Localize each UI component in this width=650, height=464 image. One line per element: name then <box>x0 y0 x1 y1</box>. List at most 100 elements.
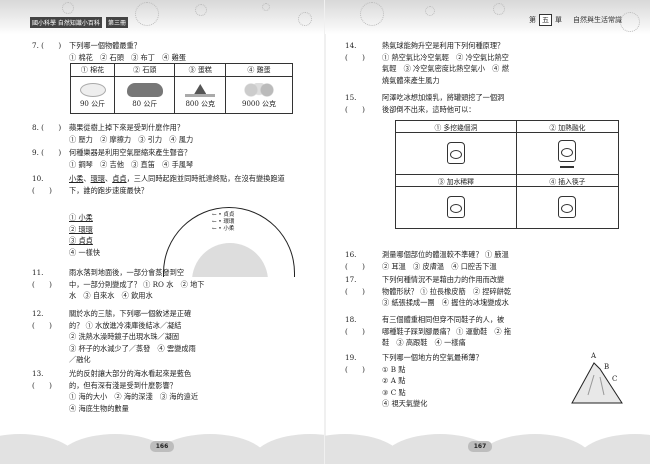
page-number: 167 <box>468 441 492 452</box>
firework-decoration <box>425 6 435 16</box>
table-header: ③ 加水稀釋 <box>395 174 517 187</box>
question-number: 13. ( ) <box>32 369 52 390</box>
firework-decoration <box>360 2 384 26</box>
question-13: 13. ( ) 光的反射讓大部分的海水看起來是藍色 的，但有深有淺是受到什麼影響… <box>32 368 297 414</box>
question-number: 14. ( ) <box>345 41 365 62</box>
mountain-diagram: A B C <box>570 352 625 405</box>
question-17: 17. ( ) 下列何種情況不是藉由力的作用而改變 物體形狀？ ① 拉長橡皮筋 … <box>345 274 625 309</box>
question-14: 14. ( ) 熱氣球能夠升空是利用下列何種原理？ ① 熱空氣比冷空氣輕 ② 冷… <box>345 40 625 86</box>
unit-header: 第 五 單 自然與生活常識 <box>529 14 622 26</box>
point-c-label: C <box>612 375 618 383</box>
table-header: ③ 蛋糕 <box>174 63 227 77</box>
flame-icon <box>560 164 575 168</box>
table-header: ① 棉花 <box>69 63 116 77</box>
stones-image <box>126 83 163 97</box>
can-with-water-pour-icon <box>446 195 465 218</box>
question-line: 雨水落到地面後，一部分會蒸發到空 <box>69 268 185 277</box>
table-cell <box>395 132 517 175</box>
question-number: 7. ( ) <box>32 41 62 50</box>
runner-label: ← • 貞貞 <box>212 212 235 218</box>
condensed-milk-can-icon <box>446 141 465 164</box>
question-line: 的？ ① 水放進冷凍庫後結冰／凝結 <box>69 320 182 330</box>
question-line: 有三個體重相同但穿不同鞋子的人，被 <box>382 315 505 324</box>
question-line: 水 ③ 自來水 ④ 飲用水 <box>69 291 153 300</box>
question-number: 15. ( ) <box>345 93 365 114</box>
question-text: 何種樂器是利用空氣壓縮來產生聲音？ <box>69 148 192 157</box>
page-gutter <box>324 0 326 464</box>
question-line: 光的反射讓大部分的海水看起來是藍色 <box>69 369 192 378</box>
option-1: ① 小柔 <box>69 213 93 222</box>
question-8: 8. ( ) 蘋果從樹上掉下來是受到什麼作用？ ① 壓力 ② 摩擦力 ③ 引力 … <box>32 122 312 145</box>
question-text: 蘋果從樹上掉下來是受到什麼作用？ <box>69 123 185 132</box>
firework-decoration <box>195 4 207 16</box>
firework-decoration <box>262 3 270 11</box>
question-text: 下列哪一個地方的空氣最稀薄？ <box>382 353 483 362</box>
question-line: 的，但有深有淺是受到什麼影響？ <box>69 380 177 390</box>
question-number: 8. ( ) <box>32 123 62 132</box>
q10-options: ① 小柔 ② 環環 ③ 貞貞 ④ 一樣快 <box>69 212 169 258</box>
question-line: 物體形狀？ ① 拉長橡皮筋 ② 捏碎餅乾 <box>382 286 512 296</box>
question-line: 測量哪個部位的體溫較不準確？ ① 腋溫 <box>382 250 509 259</box>
question-number: 16. ( ) <box>345 250 365 271</box>
cloud-decoration <box>250 434 325 464</box>
question-options: ① 鋼琴 ② 吉他 ③ 直笛 ④ 手風琴 <box>69 159 194 169</box>
option-4: ④ 一樣快 <box>69 247 101 257</box>
option-1: ① B 點 <box>382 364 406 374</box>
question-number: 11. ( ) <box>32 268 52 289</box>
question-line: ② 洗熱水澡時鏡子出現水珠／凝固 <box>69 332 180 341</box>
book-title: 國小科學 自然知識小百科 <box>30 17 102 28</box>
weight-value: 9000 公克 <box>242 100 277 108</box>
weight-value: 800 公克 <box>185 100 216 108</box>
question-options: ① 壓力 ② 摩擦力 ③ 引力 ④ 風力 <box>69 134 194 144</box>
question-19: 19. ( ) 下列哪一個地方的空氣最稀薄？ ① B 點 ② A 點 ③ C 點… <box>345 352 585 410</box>
page-number: 166 <box>150 441 174 452</box>
question-number: 9. ( ) <box>32 148 62 157</box>
question-line: ② 耳溫 ③ 皮膚溫 ④ 口腔舌下溫 <box>382 261 497 271</box>
table-header: ④ 插入筷子 <box>515 174 620 187</box>
left-page: 國小科學 自然知識小百科 第三冊 7. ( ) 下列哪一個物體最重？ ① 棉花 … <box>0 0 325 464</box>
question-line: 氣輕 ③ 冷空氣密度比熱空氣小 ④ 燃 <box>382 64 509 73</box>
table-cell <box>515 186 620 229</box>
question-7: 7. ( ) 下列哪一個物體最重？ ① 棉花 ② 石頭 ③ 布丁 ④ 雞蛋 <box>32 40 312 63</box>
question-options: ① 棉花 ② 石頭 ③ 布丁 ④ 雞蛋 <box>69 52 186 62</box>
firework-decoration <box>620 12 640 32</box>
option-3: ③ 貞貞 <box>69 236 93 245</box>
runner-labels: ← • 貞貞 ← • 環環 ← • 小柔 <box>212 212 234 233</box>
q7-picture-table: ① 棉花 ② 石頭 ③ 蛋糕 ④ 雞蛋 90 公斤 80 公斤 800 公克 <box>69 63 293 114</box>
can-with-chopstick-icon <box>558 195 577 218</box>
question-11: 11. ( ) 雨水落到地面後，一部分會蒸發到空 中，一部分則變成了？ ① RO… <box>32 267 297 302</box>
table-cell <box>515 132 620 175</box>
runner-label: ← • 小柔 <box>212 226 235 232</box>
table-cell: 800 公克 <box>174 76 227 114</box>
unit-prefix: 第 <box>529 16 536 24</box>
point-a-label: A <box>591 352 597 360</box>
question-line: 熱氣球能夠升空是利用下列何種原理？ <box>382 41 505 50</box>
question-line: ③ 杯子的水減少了／蒸發 ④ 雲變成雨 <box>69 343 196 353</box>
question-line: ① 熱空氣比冷空氣輕 ② 冷空氣比熱空 <box>382 52 509 62</box>
name-huanhuan: 環環 <box>90 174 105 183</box>
question-line: 下列何種情況不是藉由力的作用而改變 <box>382 275 505 284</box>
question-line: 鞋 ③ 高跟鞋 ④ 一樣痛 <box>382 338 466 347</box>
option-4: ④ 視天氣變化 <box>382 399 428 408</box>
table-cell <box>395 186 517 229</box>
question-line: 阿澤吃冰想加煉乳，將罐頭挖了一個洞 <box>382 93 505 102</box>
weight-value: 80 公斤 <box>132 100 158 108</box>
runner-label: ← • 環環 <box>212 219 235 225</box>
table-header: ④ 雞蛋 <box>225 63 293 77</box>
option-3: ③ C 點 <box>382 387 406 397</box>
unit-suffix: 單 <box>555 16 562 24</box>
header-band <box>325 0 650 34</box>
unit-title: 自然與生活常識 <box>573 16 622 24</box>
question-12: 12. ( ) 關於水的三態，下列哪一個敘述是正確 的？ ① 水放進冷凍庫後結冰… <box>32 308 297 366</box>
question-line: ④ 海底生物的數量 <box>69 403 129 413</box>
table-cell: 80 公斤 <box>114 76 176 114</box>
question-text: ，三人同時起跑並同時抵達終點，在沒有變換跑道下，誰的跑步速度最快？ <box>69 174 285 195</box>
firework-decoration <box>493 3 505 15</box>
question-number: 10. ( ) <box>32 174 52 195</box>
question-number: 12. ( ) <box>32 309 52 330</box>
question-text: 下列哪一個物體最重？ <box>69 41 141 50</box>
question-9: 9. ( ) 何種樂器是利用空氣壓縮來產生聲音？ ① 鋼琴 ② 吉他 ③ 直笛 … <box>32 147 312 170</box>
q15-picture-table: ① 多挖幾個洞 ② 加熱融化 ③ 加水稀釋 ④ 插入筷子 <box>395 120 620 229</box>
firework-decoration <box>62 2 74 14</box>
